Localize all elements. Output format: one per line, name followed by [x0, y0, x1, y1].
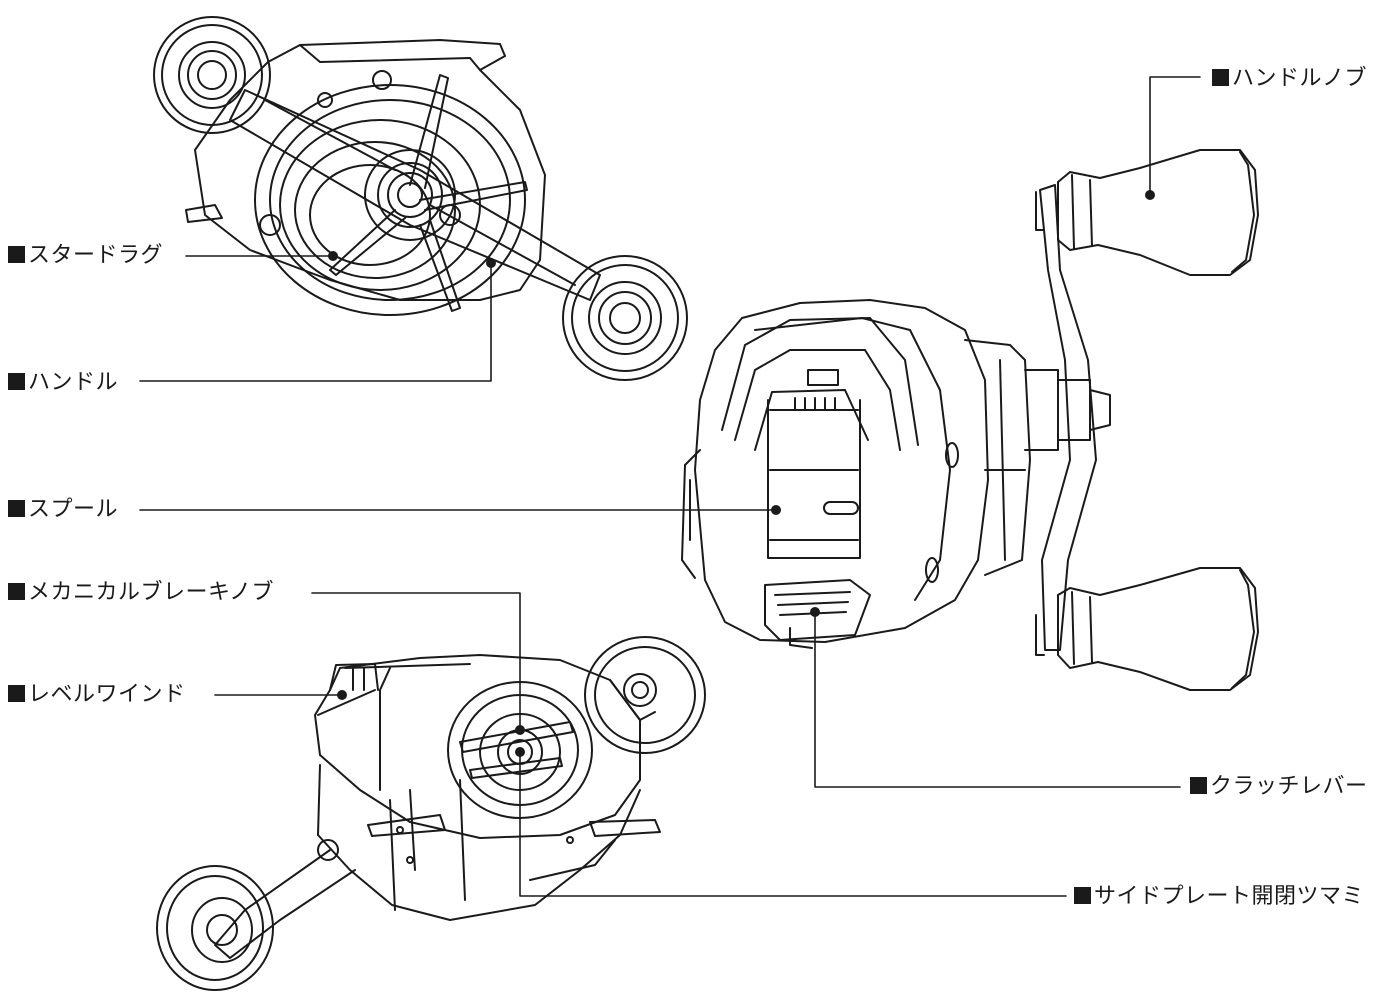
dot-spool	[771, 505, 781, 515]
label-clutch-lever: クラッチレバー	[1190, 774, 1368, 800]
marker-square	[8, 373, 25, 390]
label-handle: ハンドル	[8, 370, 118, 396]
label-level-wind-text: レベルワインド	[28, 682, 186, 707]
leader-handle-knob	[1149, 76, 1201, 196]
marker-square	[8, 500, 25, 517]
label-side-plate-knob: サイドプレート開閉ツマミ	[1074, 884, 1364, 910]
leader-lines	[139, 76, 1201, 897]
label-mechanical-brake-knob: メカニカルブレーキノブ	[8, 580, 274, 606]
label-level-wind: レベルワインド	[8, 682, 186, 708]
top-view-reel	[153, 16, 688, 381]
marker-square	[1212, 69, 1229, 86]
leader-dots	[328, 190, 1155, 757]
leader-mech-brake	[311, 592, 521, 731]
label-mechanical-brake-knob-text: メカニカルブレーキノブ	[28, 580, 274, 605]
leader-clutch	[814, 611, 1181, 788]
label-spool-text: スプール	[28, 497, 119, 522]
dot-star-drag	[328, 251, 338, 261]
label-star-drag: スタードラグ	[8, 243, 163, 269]
marker-square	[1190, 777, 1207, 794]
dot-mech-brake	[515, 725, 525, 735]
dot-side-plate	[515, 747, 525, 757]
label-side-plate-knob-text: サイドプレート開閉ツマミ	[1094, 884, 1365, 909]
marker-square	[1074, 887, 1091, 904]
marker-square	[8, 246, 25, 263]
dot-handle	[486, 258, 496, 268]
bottom-view-reel	[156, 636, 706, 991]
marker-square	[8, 583, 25, 600]
dot-handle-knob	[1145, 190, 1155, 200]
marker-square	[8, 685, 25, 702]
label-star-drag-text: スタードラグ	[28, 243, 164, 268]
dot-clutch	[810, 607, 820, 617]
label-spool: スプール	[8, 497, 118, 523]
label-handle-text: ハンドル	[28, 370, 119, 395]
front-view-reel	[681, 149, 1259, 691]
label-handle-knob-text: ハンドルノブ	[1232, 66, 1368, 91]
leader-side-plate	[519, 751, 1067, 897]
label-clutch-lever-text: クラッチレバー	[1210, 774, 1368, 799]
dot-level-wind	[337, 690, 347, 700]
label-handle-knob: ハンドルノブ	[1212, 66, 1367, 92]
leader-handle	[139, 262, 492, 382]
